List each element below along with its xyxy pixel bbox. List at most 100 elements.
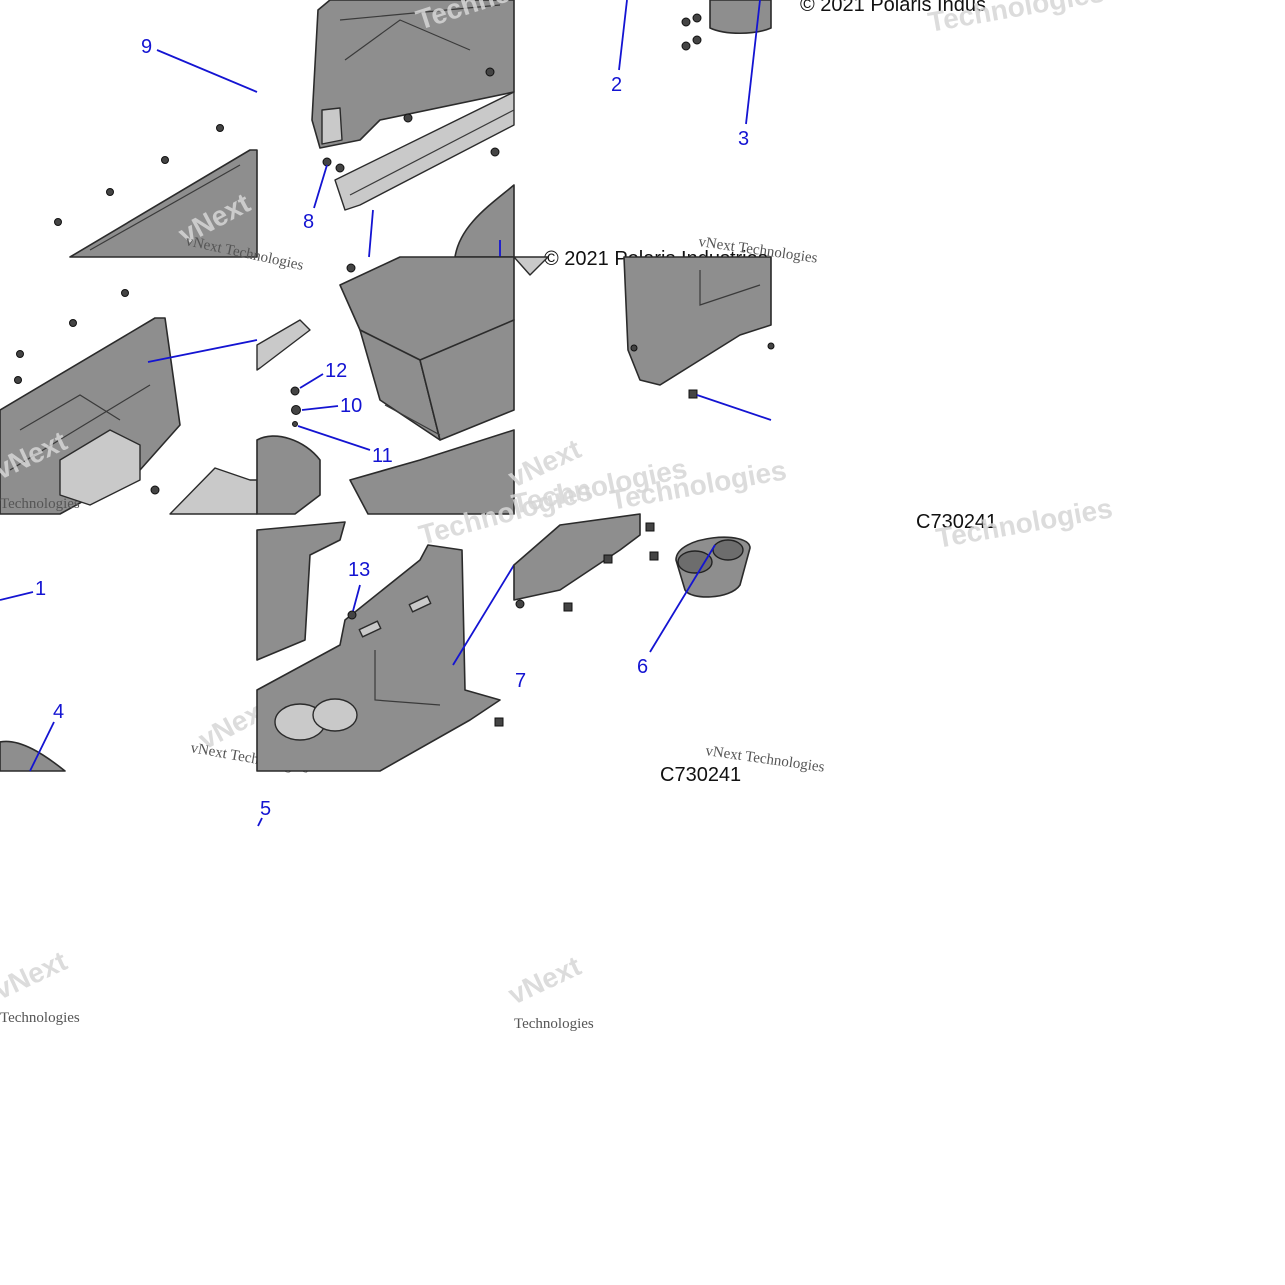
leader-line-1 — [0, 591, 34, 601]
callout-3: 3 — [738, 128, 749, 150]
watermark-company: Technologies — [934, 492, 1115, 554]
fastener-icon — [681, 41, 691, 51]
fastener-icon — [346, 263, 356, 273]
fastener-icon — [54, 218, 62, 226]
callout-1: 1 — [35, 578, 46, 600]
tile-row4-col1: 5 vNext Technologies — [0, 798, 271, 1026]
side-panel-part — [256, 435, 321, 515]
leader-line-13 — [352, 584, 361, 612]
rail-edge-detail — [349, 109, 515, 196]
fastener-icon — [688, 389, 698, 399]
fastener-icon — [121, 289, 129, 297]
fastener-icon — [106, 188, 114, 196]
fastener-icon — [403, 113, 413, 123]
callout-10: 10 — [340, 395, 362, 417]
tile-row1-col2: 8 Technologies — [303, 0, 592, 258]
fastener-icon — [645, 522, 655, 532]
leader-line-3 — [745, 0, 761, 125]
drawing-code: C730241 — [916, 511, 997, 533]
watermark-company: Technologies — [926, 0, 1107, 38]
rail-part — [334, 91, 515, 211]
leader-line-panel — [696, 394, 772, 421]
callout-11: 11 — [372, 445, 393, 467]
leader-line-rail — [368, 209, 374, 258]
watermark-company: Technologies — [0, 496, 80, 512]
bracket-part — [709, 0, 772, 34]
fastener-icon — [322, 157, 332, 167]
panel-rib-detail — [699, 270, 761, 306]
floor-panel-part — [513, 513, 641, 601]
fastener-icon — [150, 485, 160, 495]
bin-rib-detail — [384, 404, 441, 436]
fastener-icon — [69, 319, 77, 327]
tile-row1-col1: 9 vNext vNext Technologies — [54, 36, 305, 274]
panel-rib-detail — [374, 650, 441, 706]
callout-13: 13 — [348, 559, 370, 581]
leader-line-6 — [649, 544, 716, 653]
callout-8: 8 — [303, 211, 314, 233]
fastener-icon — [161, 156, 169, 164]
leader-line-2 — [618, 0, 628, 71]
fastener-icon — [335, 163, 345, 173]
console-tray-part — [69, 149, 258, 258]
panel-slot-part — [358, 620, 382, 638]
callout-9: 9 — [141, 36, 152, 58]
fastener-icon — [485, 67, 495, 77]
leader-line-10 — [301, 405, 339, 411]
tile-row2-col2: 12 10 11 — [256, 256, 515, 515]
floor-panel-part — [349, 429, 515, 515]
fastener-icon — [14, 376, 22, 384]
seat-back-panel-part — [311, 0, 515, 149]
tile-row2-col4: C730241 Technologies — [916, 492, 1115, 554]
fastener-icon — [347, 610, 357, 620]
cup-holder-well — [712, 539, 744, 561]
leader-line-11 — [297, 425, 371, 451]
panel-tab-part — [321, 107, 343, 145]
fastener-icon — [681, 17, 691, 27]
callout-6: 6 — [637, 656, 648, 678]
fastener-icon — [563, 602, 573, 612]
fastener-icon — [515, 599, 525, 609]
callout-2: 2 — [611, 74, 622, 96]
panel-rib-detail — [344, 19, 471, 61]
fastener-icon — [630, 344, 638, 352]
wall-rib-detail — [19, 394, 121, 431]
fastener-icon — [692, 35, 702, 45]
fastener-icon — [292, 421, 298, 427]
panel-rib-detail — [339, 4, 501, 21]
fastener-icon — [16, 350, 24, 358]
tile-row1-col4: © 2021 Polaris Indus Technologies — [800, 0, 1107, 38]
watermark-brand: vNext — [503, 950, 585, 1010]
fastener-icon — [490, 147, 500, 157]
fastener-icon — [494, 717, 504, 727]
leader-line-8 — [313, 164, 328, 209]
leader-line-4 — [29, 721, 55, 772]
side-panel-part — [623, 256, 772, 386]
tile-row1-col3: 2 3 vNext Technologies © 2021 Polaris In… — [544, 0, 819, 270]
tray-part — [0, 740, 66, 772]
tile-row2-col1: vNext Technologies — [0, 289, 258, 515]
watermark-company: Technologies — [0, 1010, 80, 1026]
side-panel-part — [454, 184, 515, 258]
cup-cutout-part — [312, 698, 358, 732]
callout-4: 4 — [53, 701, 64, 723]
fastener-icon — [767, 342, 775, 350]
leader-line-9 — [156, 49, 258, 93]
bin-body-part — [256, 521, 346, 661]
tray-edge-detail — [89, 164, 241, 251]
fastener-icon — [649, 551, 659, 561]
fastener-icon — [290, 386, 300, 396]
fastener-icon — [291, 405, 301, 415]
fastener-icon — [603, 554, 613, 564]
callout-5: 5 — [260, 798, 271, 820]
copyright-text: © 2021 Polaris Indus — [800, 0, 986, 16]
watermark-brand: vNext — [0, 945, 72, 1005]
drawing-code: C730241 — [660, 764, 741, 786]
fastener-icon — [216, 124, 224, 132]
leader-line-12 — [299, 373, 324, 389]
wall-pocket-part — [59, 429, 141, 506]
rail-end-part — [513, 256, 549, 276]
leader-line-5 — [257, 817, 263, 827]
